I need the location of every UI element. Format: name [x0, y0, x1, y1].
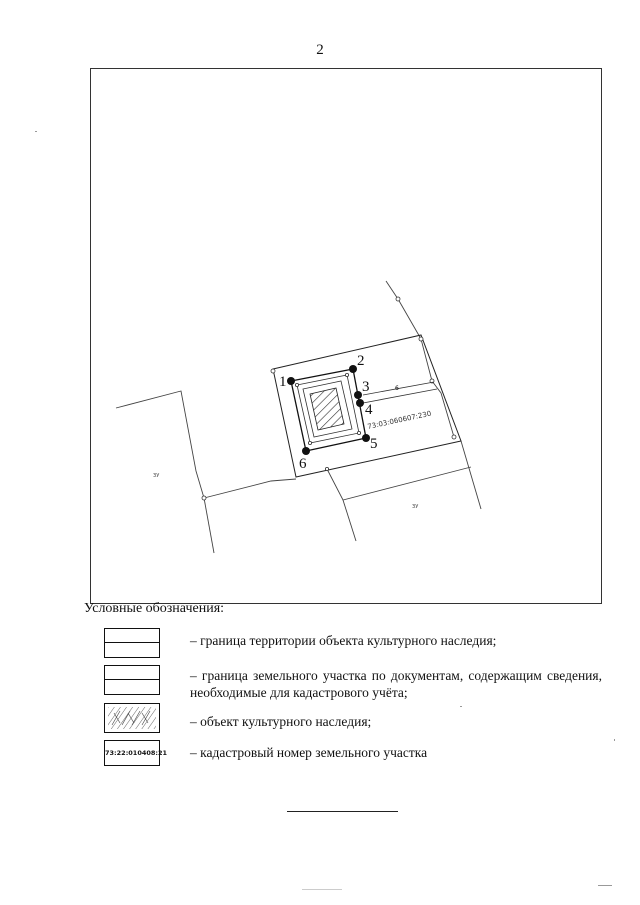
point-marker-3	[354, 391, 362, 399]
scan-speck	[302, 889, 342, 890]
point-label-1: 1	[279, 374, 287, 390]
legend-text-1: – граница территории объекта культурного…	[190, 633, 497, 648]
point-label-6: 6	[299, 456, 307, 472]
numbered-points	[287, 365, 370, 455]
point-marker-4	[356, 399, 364, 407]
page-number: 2	[316, 42, 324, 58]
cadastral-number-symbol: 73:22:010408:21	[104, 740, 167, 766]
point-label-5: 5	[370, 436, 378, 452]
scan-speck	[598, 885, 612, 886]
neighbor-parcel-lines	[115, 280, 482, 554]
scan-speck	[614, 739, 615, 741]
legend-title: Условные обозначения:	[84, 601, 225, 616]
legend-text-3: – объект культурного наследия;	[190, 714, 372, 729]
point-marker-6	[302, 447, 310, 455]
point-marker-2	[349, 365, 357, 373]
parcel-label-left: ЗУ	[153, 473, 159, 479]
cadastral-number-label: 73:03:060607:230	[367, 410, 432, 431]
point-marker-1	[287, 377, 295, 385]
segment-label: 6	[395, 385, 399, 392]
land-parcel-symbol	[104, 665, 160, 695]
point-label-3: 3	[362, 379, 370, 395]
cadastral-map: 6 1 2 3 4 5 6 73:03:060607:230 ЗУ ЗУ	[90, 68, 602, 604]
heritage-territory-symbol	[104, 628, 160, 658]
point-label-2: 2	[357, 353, 365, 369]
parcel-label-bottom: ЗУ	[412, 504, 418, 510]
vertex-markers	[201, 296, 457, 501]
footer-divider	[287, 811, 398, 812]
legend-text-2: – граница земельного участка по документ…	[190, 668, 602, 700]
point-marker-5	[362, 434, 370, 442]
map-drawing: 6 1 2 3 4 5 6 73:03:060607:230 ЗУ ЗУ	[115, 280, 482, 554]
point-label-4: 4	[365, 402, 373, 418]
heritage-object	[309, 387, 345, 431]
scan-speck	[35, 131, 37, 132]
land-parcel-boundary	[272, 334, 462, 478]
heritage-object-symbol	[104, 703, 160, 733]
segment-leader	[362, 381, 438, 404]
scan-speck	[460, 706, 462, 707]
legend-text-4: – кадастровый номер земельного участка	[190, 745, 428, 760]
